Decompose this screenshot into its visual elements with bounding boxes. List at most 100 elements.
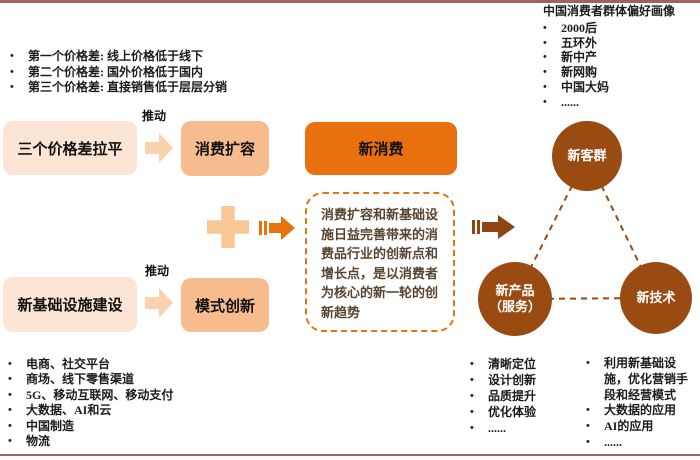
list-item: • 第一个价格差: 线上价格低于线下 [10, 49, 330, 65]
price-gap-box: 三个价格差拉平 [3, 121, 137, 175]
list-item: • 2000后 [543, 21, 698, 36]
list-item: • AI的应用 [586, 419, 698, 435]
bullet-icon: • [10, 50, 14, 62]
list-item: • 优化体验 [470, 404, 585, 420]
list-item-text: 第一个价格差: 线上价格低于线下 [28, 49, 203, 63]
list-item: • 设计创新 [470, 372, 585, 388]
bullet-icon: • [470, 374, 474, 386]
list-item: • 新网购 [543, 65, 698, 80]
list-item-text: 第三个价格差: 直接销售低于层层分销 [28, 80, 227, 94]
new-infrastructure-box: 新基础设施建设 [3, 277, 137, 332]
bullet-icon: • [586, 435, 590, 448]
new-product-service-circle: 新产品 （服务） [478, 262, 552, 336]
bullet-icon: • [8, 358, 12, 370]
plus-icon [207, 206, 249, 248]
bullet-icon: • [10, 81, 14, 93]
list-item: • 第三个价格差: 直接销售低于层层分销 [10, 80, 330, 96]
bullet-icon: • [543, 80, 547, 93]
consumer-profile-panel: 中国消费者群体偏好画像 • 2000后 • 五环外 • 新中产 • 新网购 • … [543, 4, 698, 110]
bullet-icon: • [470, 406, 474, 418]
list-item-text: 中国大妈 [561, 79, 610, 94]
arrow-right-icon [145, 288, 173, 318]
list-item-text: 第二个价格差: 国外价格低于国内 [28, 64, 203, 79]
bullet-icon: • [586, 357, 590, 369]
list-item: • 物流 [8, 434, 268, 449]
list-item: • ...... [470, 420, 585, 436]
new-customer-group-circle: 新客群 [552, 121, 622, 191]
model-innovation-box: 模式创新 [181, 278, 269, 332]
list-item: • 中国制造 [8, 419, 268, 434]
bullet-icon: • [586, 404, 590, 417]
arrow-right-icon [472, 215, 515, 239]
bullet-icon: • [543, 36, 547, 49]
bullet-icon: • [470, 358, 474, 370]
product-actions-list: • 清晰定位 • 设计创新 • 品质提升 • 优化体验 • ...... [470, 356, 585, 436]
consumer-profile-title: 中国消费者群体偏好画像 [543, 4, 676, 18]
bullet-icon: • [543, 51, 547, 64]
list-item-text: 中国制造 [26, 418, 75, 433]
new-technology-circle: 新技术 [620, 262, 692, 334]
list-item-text: 新网购 [561, 65, 598, 80]
list-item: • 利用新基础设施，优化营销手段和经营模式 [586, 356, 698, 403]
circle-label-line1: 新产品 [495, 283, 535, 298]
list-item-text: 清晰定位 [488, 357, 537, 371]
list-item: • ...... [586, 435, 698, 451]
new-consumption-box: 新消费 [305, 122, 457, 175]
bullet-icon: • [10, 65, 14, 78]
list-item-text: 新中产 [561, 50, 598, 65]
list-item-text: 优化体验 [488, 405, 537, 419]
list-item-text: 品质提升 [488, 389, 537, 403]
bullet-icon: • [543, 21, 547, 34]
list-item: • 清晰定位 [470, 356, 585, 372]
striped-arrow-right-icon [259, 216, 295, 240]
bullet-icon: • [470, 390, 474, 402]
bullet-icon: • [586, 420, 590, 433]
technology-actions-list: • 利用新基础设施，优化营销手段和经营模式 • 大数据的应用 • AI的应用 •… [586, 356, 698, 451]
list-item-text: 电商、社交平台 [26, 357, 111, 371]
circle-label-line2: （服务） [488, 299, 541, 314]
list-item-text: ...... [561, 94, 579, 109]
bullet-icon: • [8, 388, 12, 401]
list-item-text: ...... [488, 421, 506, 435]
list-item: • 大数据的应用 [586, 403, 698, 419]
list-item: • 5G、移动互联网、移动支付 [8, 388, 268, 403]
circle-label: 新技术 [636, 290, 676, 305]
bullet-icon: • [8, 404, 12, 417]
bottom-divider-rule [0, 454, 700, 456]
bullet-icon: • [543, 95, 547, 108]
list-item-text: 大数据的应用 [604, 403, 677, 418]
consumption-expansion-box: 消费扩容 [181, 121, 269, 176]
list-item: • 五环外 [543, 36, 698, 51]
circle-label: 新客群 [567, 148, 607, 163]
bullet-icon: • [8, 435, 12, 448]
list-item-text: 大数据、AI和云 [26, 403, 112, 418]
push-label: 推动 [142, 109, 167, 123]
list-item-text: 五环外 [561, 35, 598, 50]
bullet-icon: • [8, 373, 12, 386]
list-item: • 品质提升 [470, 388, 585, 404]
summary-dashed-box: 消费扩容和新基础设施日益完善带来的消费品行业的创新点和增长点，是以消费者为核心的… [305, 192, 455, 332]
price-gap-bullet-list: • 第一个价格差: 线上价格低于线下 • 第二个价格差: 国外价格低于国内 • … [10, 49, 330, 96]
list-item: • 第二个价格差: 国外价格低于国内 [10, 65, 330, 81]
list-item-text: AI的应用 [604, 419, 654, 434]
list-item: • 新中产 [543, 50, 698, 65]
bullet-icon: • [470, 422, 474, 434]
list-item: • 电商、社交平台 [8, 357, 268, 372]
infrastructure-examples-list: • 电商、社交平台 • 商场、线下零售渠道 • 5G、移动互联网、移动支付 • … [8, 357, 268, 449]
bullet-icon: • [8, 419, 12, 432]
push-label: 推动 [145, 264, 170, 278]
list-item-text: 设计创新 [488, 373, 537, 387]
list-item: • 中国大妈 [543, 80, 698, 95]
bullet-icon: • [543, 66, 547, 79]
arrow-right-icon [145, 133, 173, 163]
list-item: • ...... [543, 95, 698, 110]
list-item-text: 商场、线下零售渠道 [26, 372, 135, 387]
list-item-text: 物流 [26, 434, 51, 449]
list-item-text: 2000后 [561, 20, 598, 35]
top-divider-rule [0, 0, 700, 3]
list-item-text: ...... [604, 434, 622, 449]
list-item-text: 5G、移动互联网、移动支付 [26, 387, 174, 402]
list-item: • 商场、线下零售渠道 [8, 372, 268, 387]
list-item: • 大数据、AI和云 [8, 403, 268, 418]
